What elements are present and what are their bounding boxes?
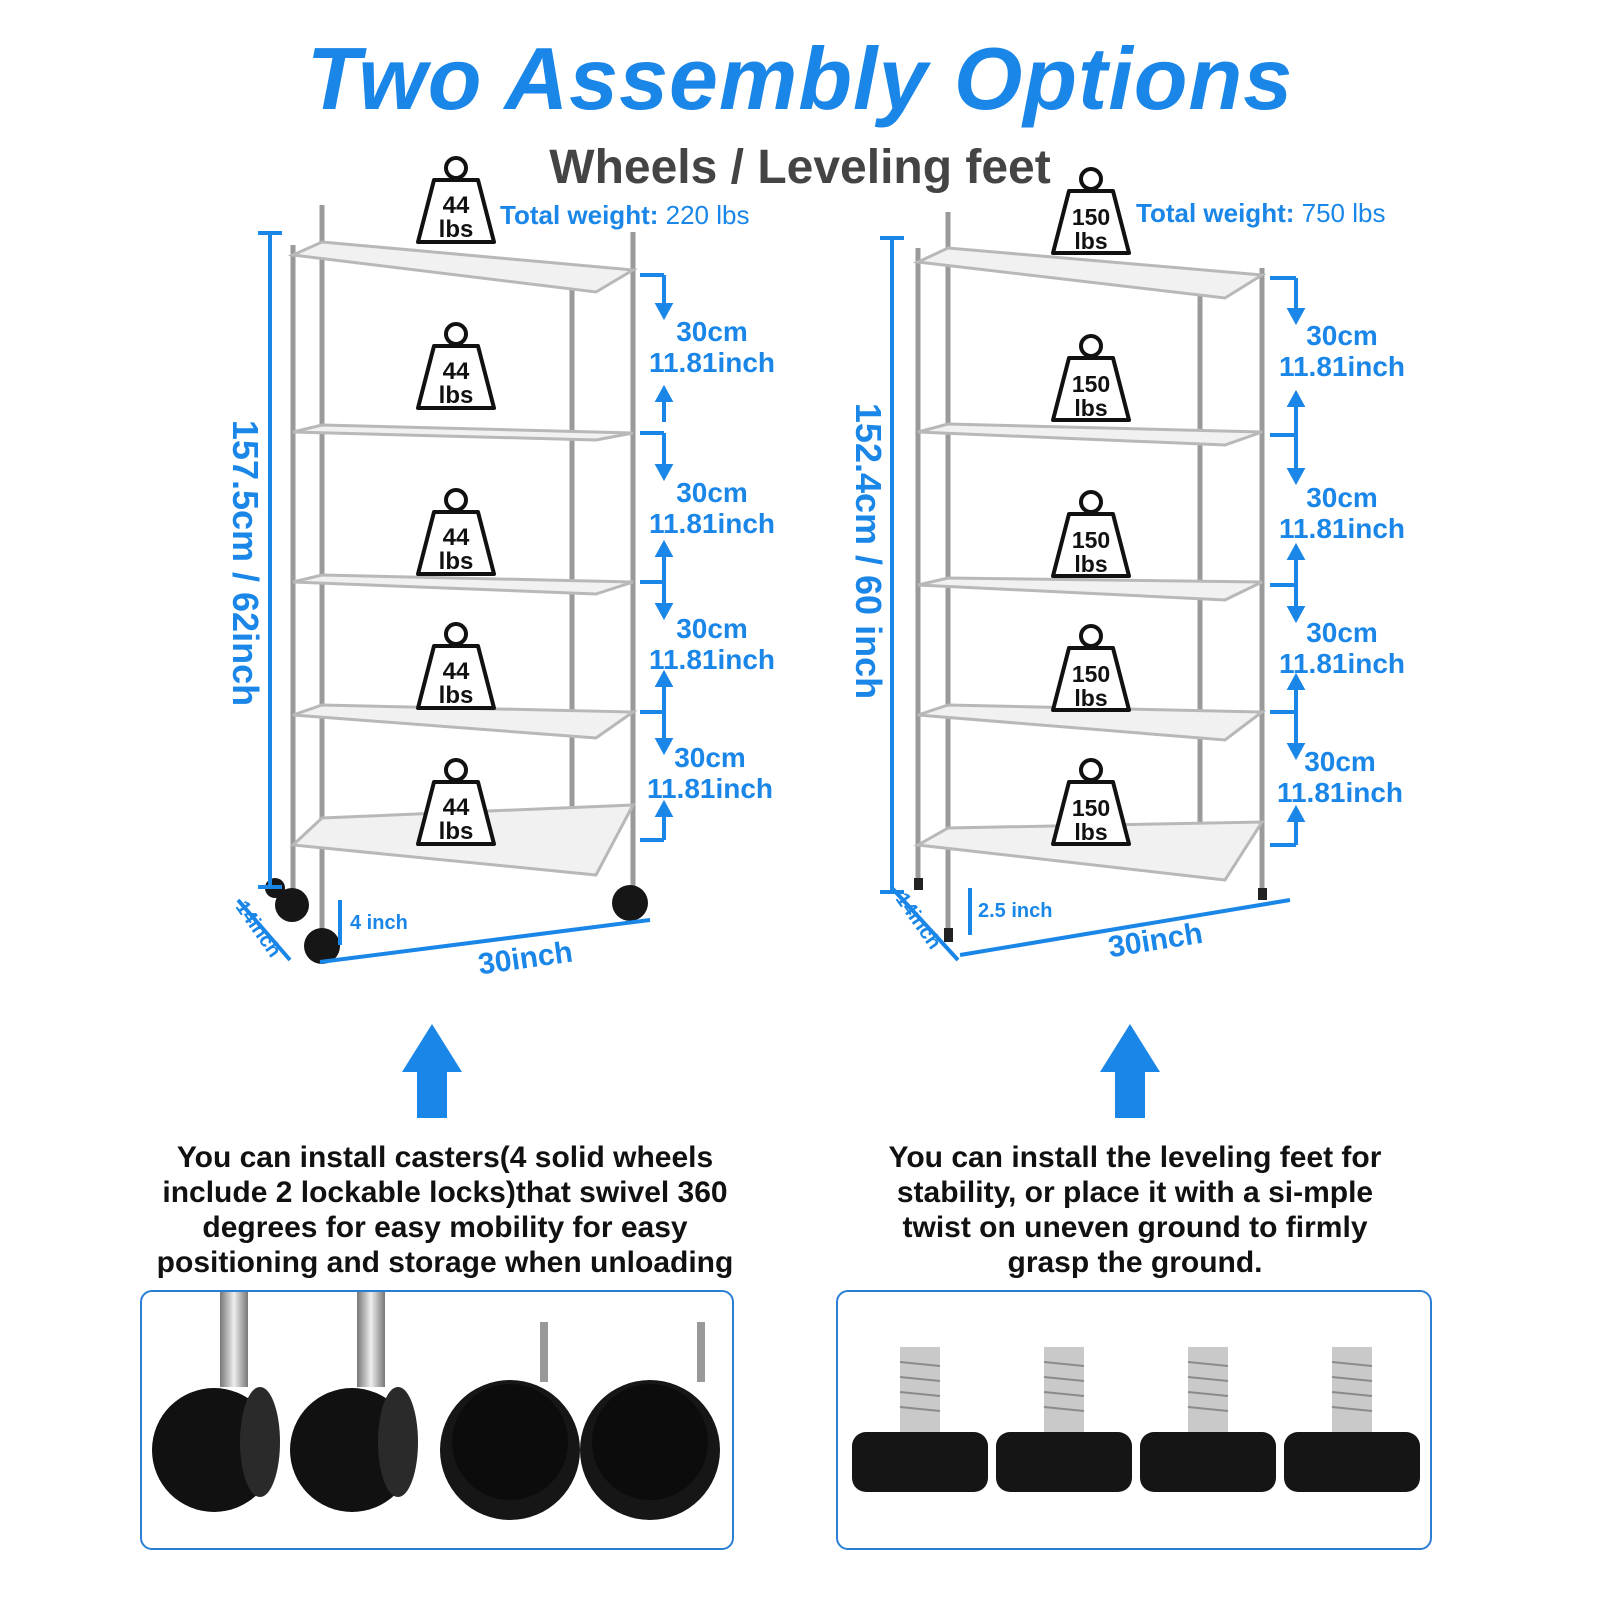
weight-icon-shape xyxy=(416,758,496,846)
shelf-gap-label: 30cm 11.81inch xyxy=(632,477,792,539)
weight-icon: 44 lbs xyxy=(414,488,498,580)
shelf-gap-label: 30cm 11.81inch xyxy=(1262,617,1422,679)
shelf-gap-label: 30cm 11.81inch xyxy=(1260,746,1420,808)
weight-value: 44 xyxy=(442,524,470,551)
weight-icon: 44 lbs xyxy=(414,622,498,714)
weight-icon: 150 lbs xyxy=(1049,624,1133,716)
leveling-description-line: You can install the leveling feet for xyxy=(888,1141,1382,1174)
weight-value: 150 xyxy=(1071,371,1111,397)
wheels-description: You can install casters(4 solid wheels i… xyxy=(90,1140,800,1280)
weight-icon: 44 lbs xyxy=(414,322,498,414)
leveling-description-line: grasp the ground. xyxy=(1007,1246,1263,1279)
leveling-description-line: twist on uneven ground to firmly xyxy=(902,1211,1368,1244)
caster-wheel-icon xyxy=(152,1292,720,1520)
wheels-shelf-illustration xyxy=(236,205,674,964)
weight-icon: 150 lbs xyxy=(1049,490,1133,582)
leveling-description-line: stability, or place it with a si-mple xyxy=(896,1176,1374,1209)
total-weight-label: Total weight: xyxy=(1136,198,1295,228)
height-dimension: 152.4cm / 60 inch xyxy=(848,402,889,700)
wheels-description-line: degrees for easy mobility for easy xyxy=(202,1211,688,1244)
gap-cm: 30cm xyxy=(1304,746,1376,777)
weight-icon: 44 lbs xyxy=(414,758,498,850)
weight-icon: 44 lbs xyxy=(414,156,498,248)
weight-unit: lbs xyxy=(1074,395,1108,421)
total-weight-value: 220 lbs xyxy=(665,200,750,230)
gap-inch: 11.81inch xyxy=(1278,351,1406,382)
gap-inch: 11.81inch xyxy=(648,508,776,539)
gap-cm: 30cm xyxy=(1306,482,1378,513)
casters-photo xyxy=(140,1290,734,1550)
shelf-gap-label: 30cm 11.81inch xyxy=(632,316,792,378)
page-title: Two Assembly Options xyxy=(306,29,1294,128)
leveling-shelf-illustration xyxy=(880,212,1306,962)
total-weight: Total weight: 750 lbs xyxy=(1136,198,1385,229)
weight-icon-shape xyxy=(1051,758,1131,846)
wheels-description-line: You can install casters(4 solid wheels xyxy=(176,1141,714,1174)
leveling-feet-diagram: Total weight: 750 lbs 150 lbs 150 lbs 15… xyxy=(800,0,1600,1000)
clearance-dimension: 4 inch xyxy=(350,912,408,934)
shelf-gap-label: 30cm 11.81inch xyxy=(1262,482,1422,544)
weight-icon-shape xyxy=(416,488,496,576)
leveling-feet-photo xyxy=(836,1290,1432,1550)
weight-icon-shape xyxy=(416,156,496,244)
gap-cm: 30cm xyxy=(1306,320,1378,351)
gap-inch: 11.81inch xyxy=(1278,648,1406,679)
weight-icon-shape xyxy=(416,322,496,410)
gap-cm: 30cm xyxy=(674,742,746,773)
weight-unit: lbs xyxy=(1074,685,1108,711)
wheels-description-line: include 2 lockable locks)that swivel 360 xyxy=(162,1176,728,1209)
weight-unit: lbs xyxy=(1074,819,1108,845)
gap-cm: 30cm xyxy=(1306,617,1378,648)
weight-icon: 150 lbs xyxy=(1049,167,1133,259)
total-weight-label: Total weight: xyxy=(500,200,659,230)
weight-value: 150 xyxy=(1071,204,1111,230)
wheels-diagram: Total weight: 220 lbs 44 lbs 44 lbs 44 l… xyxy=(0,0,800,1000)
gap-inch: 11.81inch xyxy=(1276,777,1404,808)
weight-value: 44 xyxy=(442,358,470,385)
weight-icon: 150 lbs xyxy=(1049,334,1133,426)
gap-cm: 30cm xyxy=(676,613,748,644)
gap-cm: 30cm xyxy=(676,316,748,347)
leveling-foot-icon xyxy=(852,1347,1420,1492)
shelf-gap-label: 30cm 11.81inch xyxy=(630,742,790,804)
gap-inch: 11.81inch xyxy=(648,644,776,675)
shelf-gap-label: 30cm 11.81inch xyxy=(632,613,792,675)
leveling-feet-description: You can install the leveling feet for st… xyxy=(830,1140,1440,1280)
gap-inch: 11.81inch xyxy=(646,773,774,804)
height-dimension: 157.5cm / 62inch xyxy=(225,419,266,707)
gap-inch: 11.81inch xyxy=(648,347,776,378)
clearance-dimension: 2.5 inch xyxy=(978,900,1053,922)
shelf-gap-label: 30cm 11.81inch xyxy=(1262,320,1422,382)
up-arrow-icon xyxy=(402,1024,462,1118)
weight-value: 150 xyxy=(1071,527,1111,553)
weight-icon-shape xyxy=(1051,334,1131,422)
up-arrow-icon xyxy=(1100,1024,1160,1118)
weight-icon-shape xyxy=(416,622,496,710)
weight-icon: 150 lbs xyxy=(1049,758,1133,850)
weight-value: 44 xyxy=(442,794,470,821)
weight-icon-shape xyxy=(1051,167,1131,255)
weight-unit: lbs xyxy=(1074,228,1108,254)
gap-inch: 11.81inch xyxy=(1278,513,1406,544)
total-weight-value: 750 lbs xyxy=(1301,198,1386,228)
weight-unit: lbs xyxy=(438,682,474,709)
page-subtitle: Wheels / Leveling feet xyxy=(549,141,1051,194)
weight-value: 150 xyxy=(1071,795,1111,821)
weight-value: 44 xyxy=(442,192,470,219)
weight-icon-shape xyxy=(1051,624,1131,712)
weight-icon-shape xyxy=(1051,490,1131,578)
weight-unit: lbs xyxy=(438,382,474,409)
total-weight: Total weight: 220 lbs xyxy=(500,200,749,231)
weight-unit: lbs xyxy=(438,818,474,845)
wheels-description-line: positioning and storage when unloading xyxy=(156,1246,734,1279)
weight-unit: lbs xyxy=(438,548,474,575)
gap-cm: 30cm xyxy=(676,477,748,508)
weight-unit: lbs xyxy=(438,216,474,243)
weight-value: 150 xyxy=(1071,661,1111,687)
weight-unit: lbs xyxy=(1074,551,1108,577)
weight-value: 44 xyxy=(442,658,470,685)
